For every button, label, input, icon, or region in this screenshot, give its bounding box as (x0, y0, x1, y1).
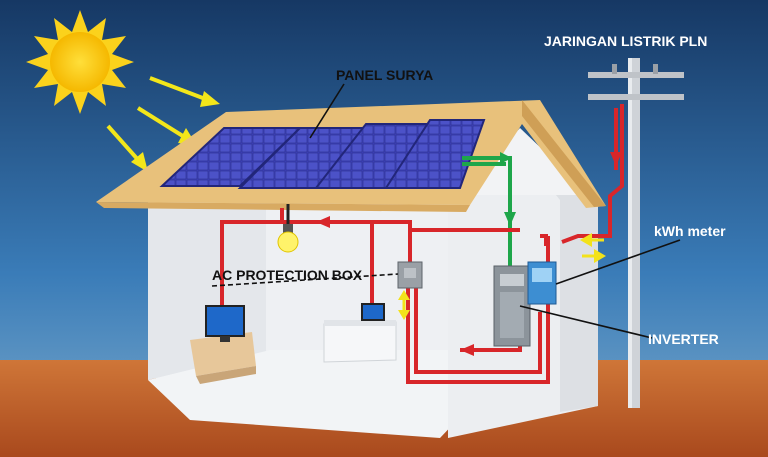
dc-arrow-right (500, 152, 512, 164)
label-pointers (211, 83, 681, 339)
exchange-arrows (398, 233, 606, 320)
inverter-label: INVERTER (648, 331, 719, 347)
dc-arrow-down (504, 212, 516, 226)
ac-protection-box-icon (397, 261, 423, 289)
ac-protection-box-label: AC PROTECTION BOX (212, 267, 363, 283)
ac-wire (220, 104, 624, 384)
grid-label: JARINGAN LISTRIK PLN (544, 33, 707, 49)
sun-icon (26, 10, 134, 114)
grid-arrow-down (610, 152, 622, 166)
inverter-icon (493, 265, 531, 347)
solar-panels (159, 119, 486, 189)
panel-surya-label: PANEL SURYA (336, 67, 433, 83)
ac-arrow-left (316, 216, 330, 228)
solar-panel-4 (384, 119, 486, 189)
sun-ray-arrows (106, 76, 220, 172)
light-bulb-icon (277, 204, 299, 253)
utility-pole (588, 58, 684, 408)
laptop-icon (323, 303, 397, 363)
kwh-meter-label: kWh meter (654, 223, 726, 239)
kwh-meter-icon (527, 261, 557, 305)
monitor-icon (190, 305, 256, 384)
ac-arrow-inverter (460, 344, 474, 356)
